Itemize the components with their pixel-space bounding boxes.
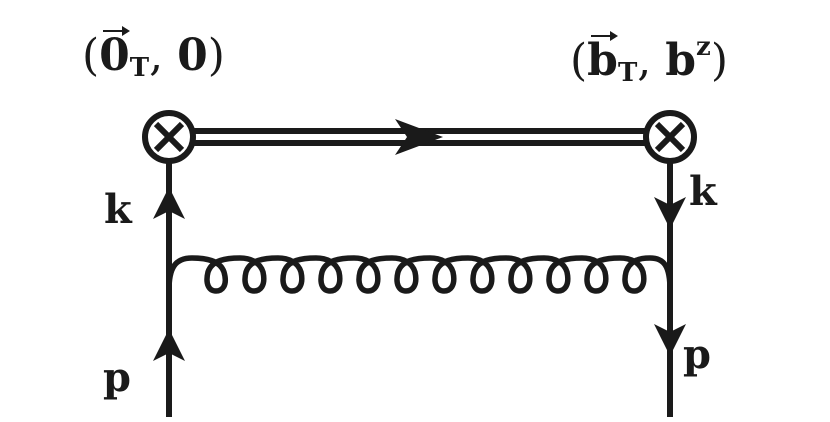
- right-cross-icon: [654, 121, 686, 153]
- left-k-label: k: [104, 186, 132, 233]
- comma: ,: [149, 30, 178, 81]
- left-vertex-label: (0T, 0): [82, 26, 225, 83]
- right-k-arrow-icon: [654, 197, 686, 229]
- wilson-arrow-icon: [395, 119, 443, 155]
- b-coordinate: b: [665, 35, 697, 86]
- comma: ,: [637, 35, 666, 86]
- paren-open: (: [570, 35, 588, 86]
- subscript-t: T: [129, 53, 150, 83]
- paren-close: ): [207, 30, 225, 81]
- superscript-z: z: [696, 32, 711, 62]
- vector-b: b: [587, 31, 618, 86]
- vector-0: 0: [99, 26, 130, 81]
- right-p-arrow-icon: [654, 324, 686, 356]
- paren-close: ): [710, 35, 728, 86]
- paren-open: (: [82, 30, 100, 81]
- right-k-label: k: [689, 168, 717, 215]
- right-vertex-label: (bT, bz): [570, 31, 728, 88]
- z-coordinate: 0: [177, 30, 208, 81]
- subscript-t: T: [617, 58, 638, 88]
- gluon-line: [166, 255, 673, 294]
- right-p-label: p: [683, 331, 711, 378]
- left-p-label: p: [103, 354, 131, 401]
- left-cross-icon: [153, 121, 185, 153]
- left-k-arrow-icon: [153, 187, 185, 219]
- left-p-arrow-icon: [153, 329, 185, 361]
